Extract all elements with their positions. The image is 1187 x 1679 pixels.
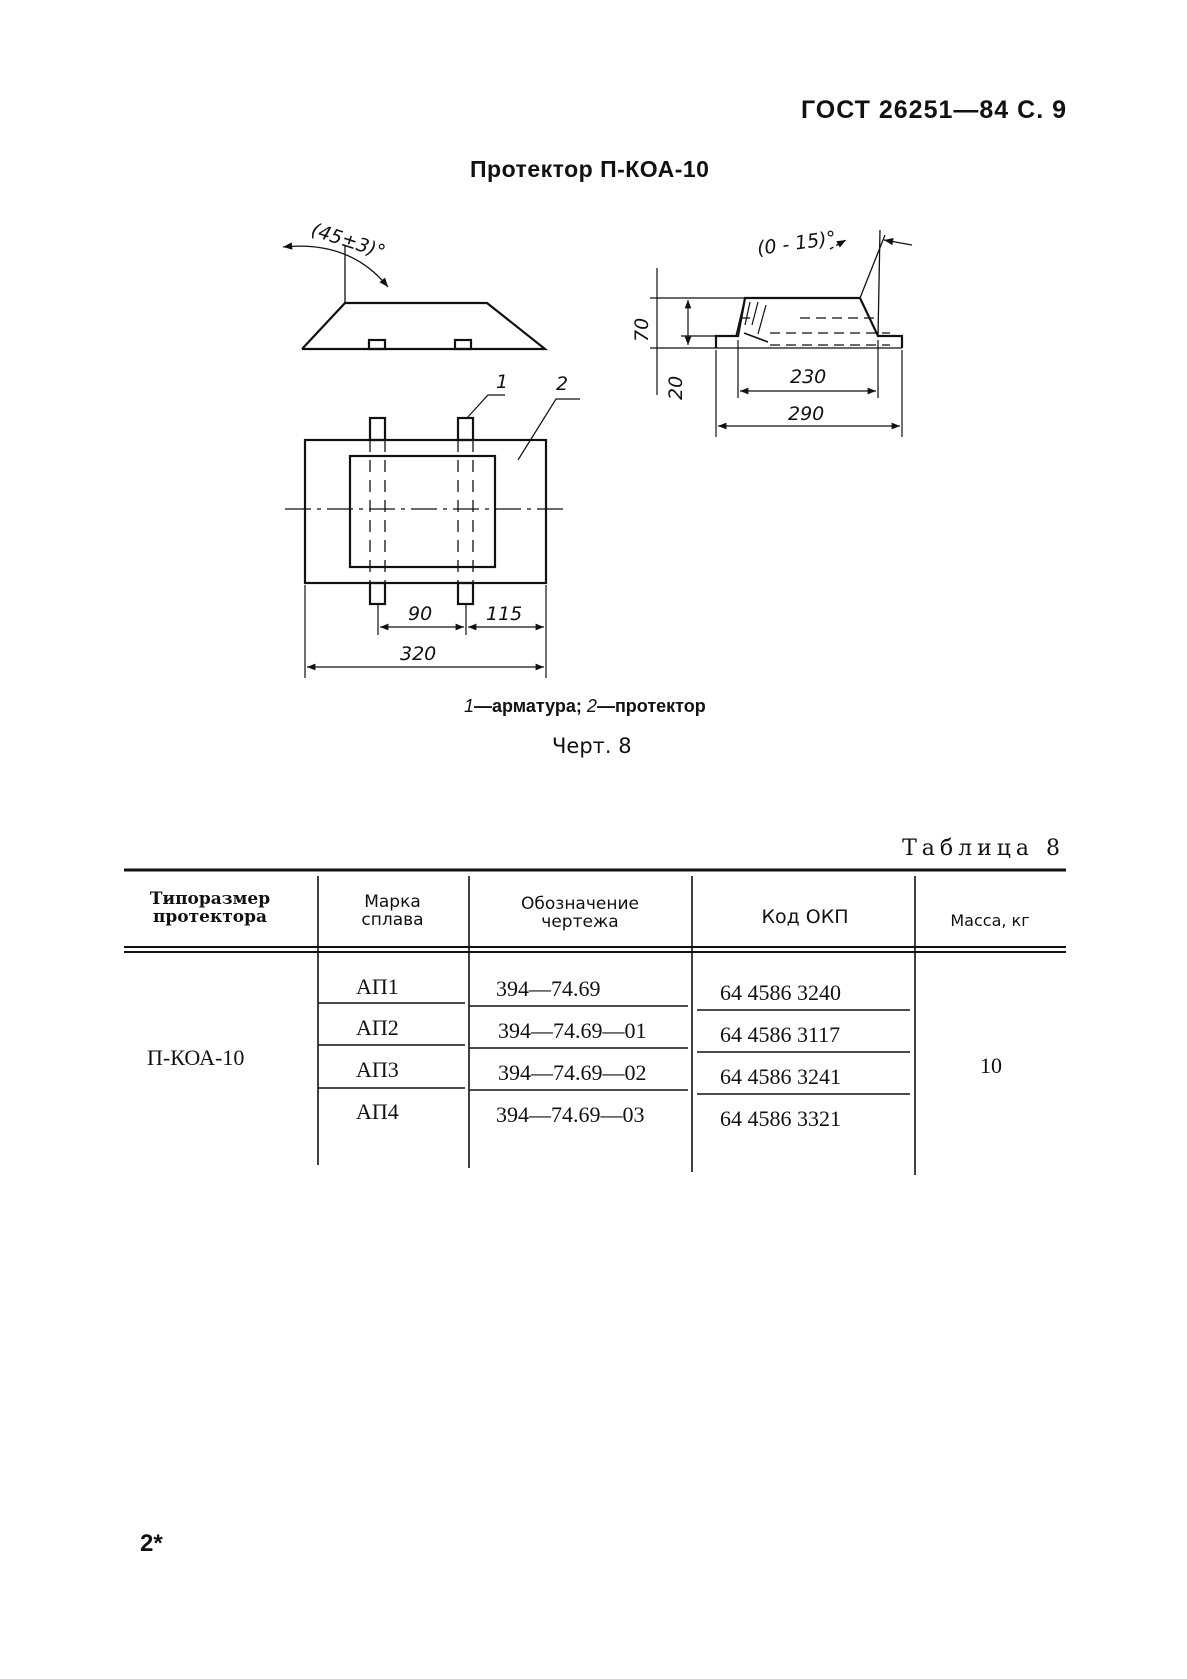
- header-drawing: Обозначение чертежа: [490, 895, 670, 931]
- cell-okp-1: 64 4586 3240: [720, 980, 841, 1005]
- legend-text-2: —протектор: [596, 696, 706, 716]
- dim-320-label: 320: [400, 643, 436, 665]
- figure-title: Протектор П-КОА-10: [470, 156, 710, 182]
- dim-90-label: 90: [408, 603, 432, 625]
- cell-drawing-3: 394—74.69—02: [498, 1060, 647, 1085]
- legend-num-2: 2: [586, 696, 597, 716]
- cell-okp-2: 64 4586 3117: [720, 1022, 841, 1047]
- header-size-line1: Типоразмер: [149, 889, 271, 909]
- dim-290-label: 290: [788, 403, 824, 425]
- cell-drawing-1: 394—74.69: [496, 976, 601, 1001]
- legend-num-1: 1: [464, 696, 475, 716]
- plan-view: [285, 394, 580, 678]
- dim-115-label: 115: [486, 603, 522, 625]
- dim-230-label: 230: [790, 366, 826, 388]
- callout-2-label: 2: [556, 373, 568, 395]
- cell-alloy-3: АП3: [356, 1057, 399, 1082]
- header-size-line2: протектора: [152, 907, 268, 927]
- angle-right-label: (0 - 15)°: [756, 227, 838, 260]
- dim-20-label: 20: [665, 376, 687, 400]
- cell-alloy-2: АП2: [356, 1015, 399, 1040]
- dim-70-label: 70: [631, 318, 653, 342]
- section-view: [650, 229, 913, 437]
- header-alloy: Марка сплава: [340, 893, 445, 929]
- cell-drawing-2: 394—74.69—01: [498, 1018, 647, 1043]
- side-view: [282, 242, 549, 351]
- header-alloy-line1: Марка: [364, 892, 421, 912]
- table-label: Таблица 8: [902, 836, 1065, 861]
- cell-drawing-4: 394—74.69—03: [496, 1102, 645, 1127]
- header-mass: Масса, кг: [950, 911, 1030, 930]
- header-size: Типоразмер протектора: [140, 890, 280, 926]
- cell-alloy-1: АП1: [356, 974, 399, 999]
- page-mark: 2*: [140, 1530, 163, 1557]
- callout-1-label: 1: [496, 371, 508, 393]
- cell-mass: 10: [980, 1053, 1002, 1078]
- angle-left-label: (45±3)°: [308, 219, 388, 264]
- cell-okp-3: 64 4586 3241: [720, 1064, 841, 1089]
- figure-legend: 1—арматура; 2—протектор: [464, 696, 706, 717]
- header-drawing-line1: Обозначение: [521, 894, 639, 914]
- page-header: ГОСТ 26251—84 С. 9: [800, 96, 1067, 124]
- legend-text-1: —арматура;: [474, 696, 587, 716]
- cell-okp-4: 64 4586 3321: [720, 1106, 841, 1131]
- cell-size: П-КОА-10: [147, 1045, 245, 1070]
- header-drawing-line2: чертежа: [541, 912, 619, 932]
- figure-caption: Черт. 8: [552, 734, 632, 758]
- cell-alloy-4: АП4: [356, 1099, 399, 1124]
- header-okp: Код ОКП: [761, 906, 849, 928]
- header-alloy-line2: сплава: [361, 910, 424, 930]
